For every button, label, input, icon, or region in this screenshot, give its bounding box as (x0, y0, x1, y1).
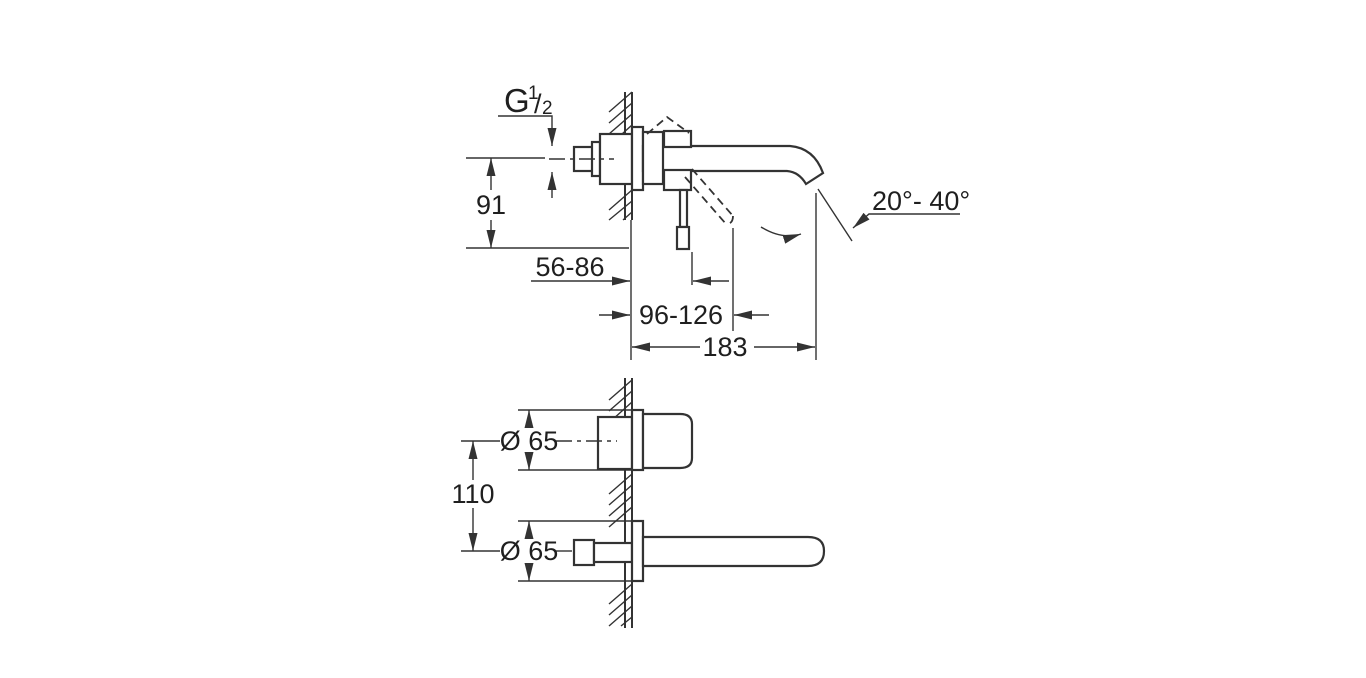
handle-boss-lower (662, 168, 693, 192)
wall-hatching (608, 379, 633, 627)
wall-flange (630, 125, 645, 192)
angle-range-label: 20°- 40° (872, 186, 970, 216)
handle-knob (641, 412, 694, 470)
wall-flange (630, 519, 645, 583)
handle-lever-rod (678, 188, 689, 229)
side-view: G 1 / 2 91 56-86 (466, 82, 970, 362)
supply-shaft-inner (592, 541, 634, 564)
dim-56-86: 56-86 (531, 252, 729, 286)
thread-label-slash: / (534, 89, 542, 119)
thread-leader-line (498, 115, 557, 146)
wall-section (608, 378, 633, 628)
dim-110: 110 (451, 440, 500, 552)
concealed-body (598, 132, 634, 186)
dim-dia65-bottom: Ø 65 (500, 520, 631, 582)
swivel-direction-arrow (760, 226, 802, 244)
spout-sleeve (641, 130, 665, 186)
thread-label-numerator: 1 (528, 83, 539, 104)
dim-56-86-label: 56-86 (535, 252, 604, 282)
dim-91: 91 (466, 157, 629, 249)
angle-leader-line (852, 212, 960, 229)
dim-96-126: 96-126 (599, 228, 769, 331)
dim-96-126-label: 96-126 (639, 300, 723, 330)
spout-angle-annotation: 20°- 40° (760, 186, 970, 244)
concealed-body (596, 415, 634, 471)
thread-size-callout: G 1 / 2 (498, 82, 557, 198)
dim-dia65-top: Ø 65 (500, 409, 631, 471)
handle-dashed-open-position (684, 168, 734, 225)
dim-183-label: 183 (702, 332, 747, 362)
angle-reference-line (817, 188, 853, 242)
dim-183: 183 (632, 193, 817, 362)
handle-lever-tip (675, 225, 691, 251)
handle-plan-view (556, 408, 694, 472)
thread-label-prefix: G (504, 82, 530, 119)
supply-shaft-outer (572, 538, 596, 567)
mixer-side-elevation (549, 115, 825, 251)
handle-dashed-up-position (646, 115, 690, 135)
spout-tube (641, 144, 825, 186)
dim-dia65-bottom-label: Ø 65 (500, 536, 559, 566)
dim-91-label: 91 (476, 190, 506, 220)
handle-boss-upper (662, 129, 693, 149)
spout-plan-view (556, 519, 826, 583)
plan-view: Ø 65 110 Ø 65 (451, 378, 826, 628)
dim-110-label: 110 (451, 479, 494, 509)
wall-flange (630, 408, 645, 472)
wall-hatching (608, 91, 633, 221)
side-view-dimensions: G 1 / 2 91 56-86 (466, 82, 970, 362)
thread-label-denominator: 2 (542, 98, 553, 119)
plan-view-dimensions: Ø 65 110 Ø 65 (451, 409, 631, 582)
spout-tube (641, 535, 826, 568)
dim-dia65-top-label: Ø 65 (500, 426, 559, 456)
